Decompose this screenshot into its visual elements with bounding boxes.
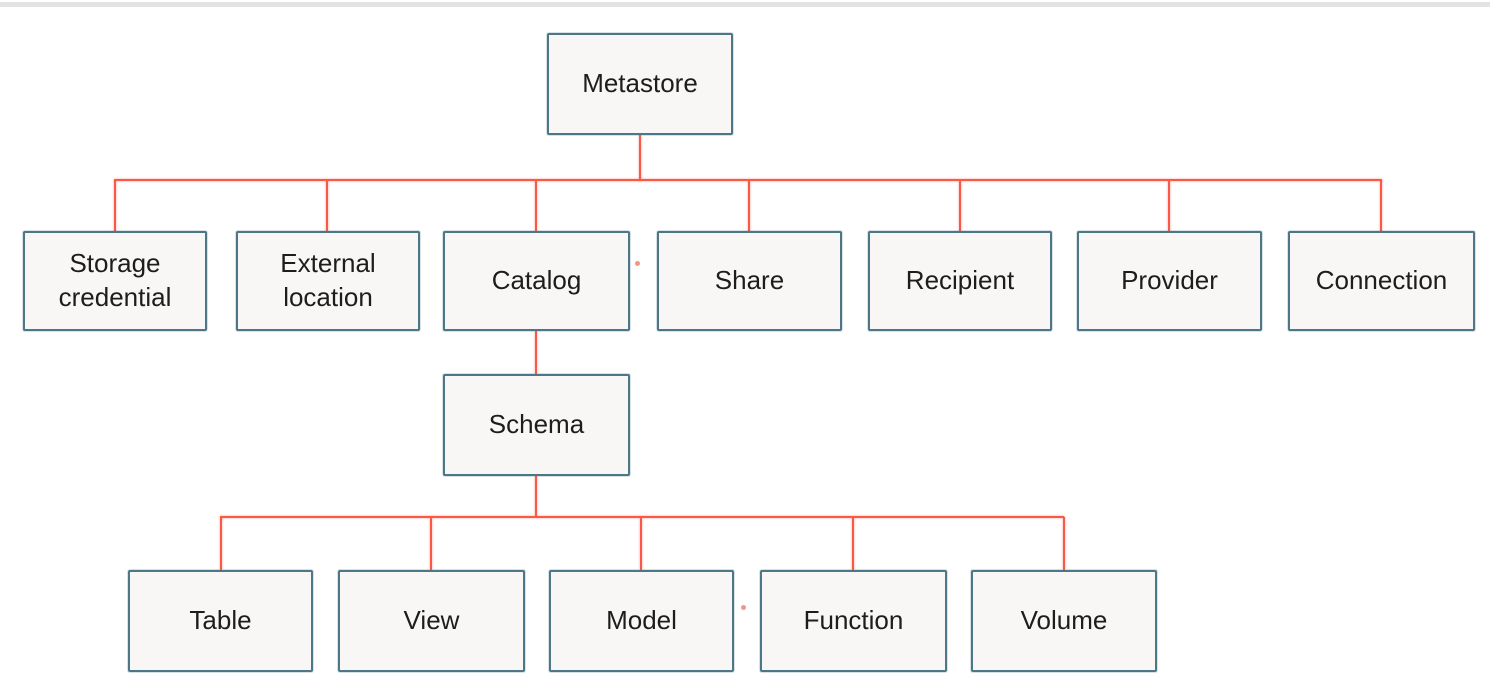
node-schema: Schema — [443, 374, 630, 476]
node-provider-label: Provider — [1121, 265, 1218, 296]
node-storage-credential-label: Storage credential — [58, 248, 172, 312]
stray-dot-near-model — [741, 605, 746, 610]
node-connection: Connection — [1288, 231, 1475, 331]
connector-rail-level3 — [220, 516, 1064, 518]
node-table-label: Table — [189, 605, 252, 636]
node-view-label: View — [403, 605, 460, 636]
node-recipient: Recipient — [868, 231, 1052, 331]
node-function: Function — [760, 570, 947, 672]
node-share-label: Share — [714, 265, 785, 296]
node-metastore-label: Metastore — [582, 68, 698, 99]
node-external-location: External location — [236, 231, 420, 331]
node-view: View — [338, 570, 525, 672]
node-model-label: Model — [606, 605, 677, 636]
page-edge-strip — [0, 2, 1490, 7]
connector-drop-connection — [1380, 180, 1382, 232]
connector-drop-model — [640, 517, 642, 570]
node-volume: Volume — [971, 570, 1157, 672]
connector-catalog-schema — [535, 331, 537, 374]
connector-drop-catalog — [535, 180, 537, 232]
connector-drop-provider — [1168, 180, 1170, 232]
stray-dot-near-catalog — [635, 261, 640, 266]
node-share: Share — [657, 231, 842, 331]
node-metastore: Metastore — [547, 33, 733, 135]
node-catalog: Catalog — [443, 231, 630, 331]
node-connection-label: Connection — [1315, 265, 1448, 296]
node-storage-credential: Storage credential — [23, 231, 207, 331]
connector-drop-view — [430, 517, 432, 570]
node-provider: Provider — [1077, 231, 1262, 331]
connector-drop-share — [748, 180, 750, 232]
node-catalog-label: Catalog — [491, 265, 582, 296]
connector-drop-function — [852, 517, 854, 570]
node-recipient-label: Recipient — [905, 265, 1015, 296]
connector-drop-storage-credential — [114, 180, 116, 232]
connector-drop-external-location — [326, 180, 328, 232]
node-table: Table — [128, 570, 313, 672]
node-external-location-label: External location — [280, 248, 376, 312]
connector-trunk-metastore — [639, 135, 641, 181]
node-function-label: Function — [803, 605, 904, 636]
node-schema-label: Schema — [488, 409, 585, 440]
node-model: Model — [549, 570, 734, 672]
connector-trunk-schema — [535, 476, 537, 517]
connector-drop-recipient — [959, 180, 961, 232]
node-volume-label: Volume — [1020, 605, 1108, 636]
connector-drop-table — [220, 517, 222, 570]
connector-drop-volume — [1063, 517, 1065, 570]
